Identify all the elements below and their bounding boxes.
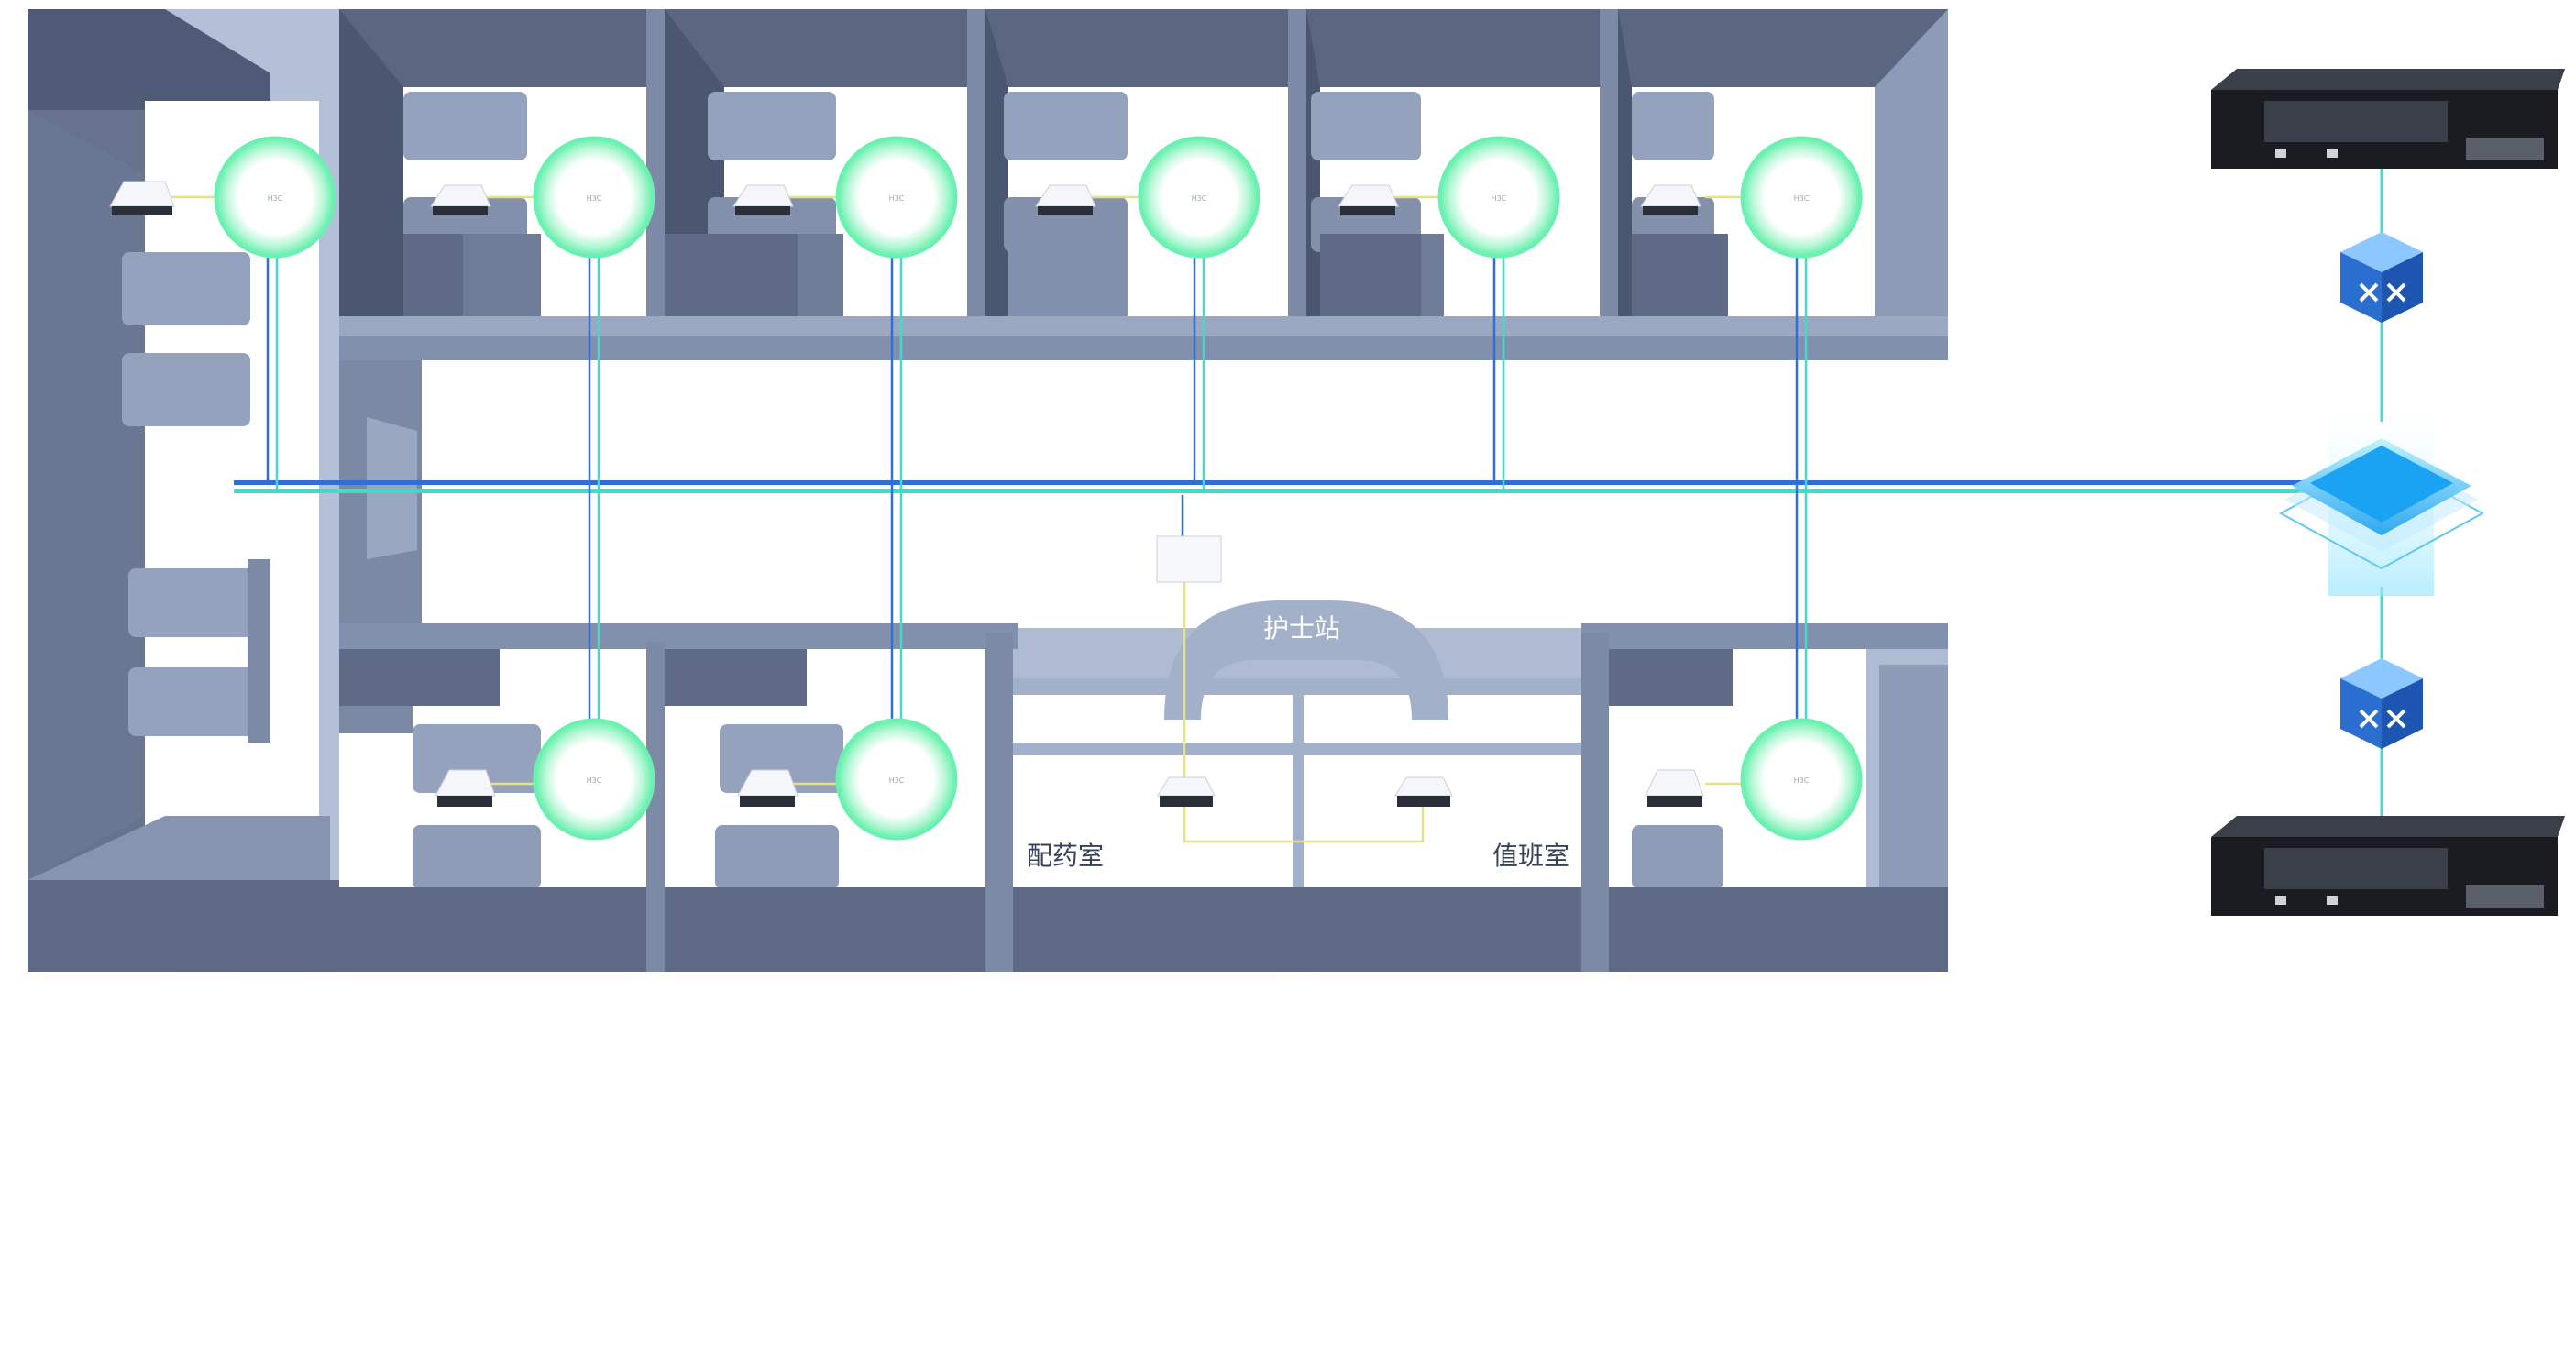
terminal-devices: [109, 181, 1704, 807]
dispensary-label: 配药室: [1027, 841, 1104, 871]
wall-terminal[interactable]: [1640, 184, 1701, 215]
nurse-station-area: [1013, 600, 1581, 972]
svg-text:H3C: H3C: [1492, 194, 1507, 203]
access-point[interactable]: H3C: [533, 718, 655, 841]
wall-terminal[interactable]: [109, 181, 175, 215]
bed: [122, 252, 250, 325]
svg-text:H3C: H3C: [1794, 776, 1810, 785]
bed: [128, 667, 257, 736]
backbone-cyan-line: [234, 489, 2324, 493]
nurse-station-desk: [1164, 600, 1448, 720]
duty-room-label: 值班室: [1492, 841, 1569, 871]
rack-switch-top[interactable]: [2211, 69, 2565, 169]
top-room-row: [339, 9, 1948, 336]
ap-drop-lines: [266, 197, 1808, 743]
network-links: [170, 165, 2383, 843]
svg-text:H3C: H3C: [268, 194, 283, 203]
svg-text:H3C: H3C: [889, 776, 905, 785]
floor-reflection: [0, 974, 2576, 1365]
access-point[interactable]: H3C: [1740, 136, 1863, 259]
svg-text:H3C: H3C: [1192, 194, 1207, 203]
wall-terminal[interactable]: [732, 184, 794, 215]
access-point[interactable]: H3C: [1740, 718, 1863, 841]
svg-text:H3C: H3C: [889, 194, 905, 203]
wall-terminal[interactable]: [430, 184, 491, 215]
wall-terminal[interactable]: [1035, 184, 1096, 215]
devices: H3C H3C H3C H3C H3C H3C H3C H3C H3C: [109, 69, 2565, 916]
poe-switch-box[interactable]: [1156, 535, 1222, 583]
wall-terminal[interactable]: [737, 769, 798, 807]
bed: [128, 568, 257, 637]
wall-terminal[interactable]: [1394, 776, 1453, 807]
rack-switch-bottom[interactable]: [2211, 816, 2565, 916]
wall-terminal[interactable]: [1338, 184, 1399, 215]
svg-text:H3C: H3C: [587, 194, 602, 203]
access-point[interactable]: H3C: [835, 718, 958, 841]
switch-icon[interactable]: [2340, 658, 2423, 749]
wall-terminal[interactable]: [1645, 769, 1704, 807]
access-point[interactable]: H3C: [1138, 136, 1260, 259]
access-point[interactable]: H3C: [533, 136, 655, 259]
switch-icon[interactable]: [2340, 232, 2423, 323]
wall-terminal[interactable]: [1157, 776, 1216, 807]
bed: [122, 353, 250, 426]
bottom-room-row: [339, 600, 1948, 972]
svg-text:H3C: H3C: [1794, 194, 1810, 203]
nurse-station-label: 护士站: [1263, 613, 1340, 644]
core-switch[interactable]: [2278, 403, 2485, 596]
access-point[interactable]: H3C: [1437, 136, 1560, 259]
access-point[interactable]: H3C: [835, 136, 958, 259]
svg-text:H3C: H3C: [587, 776, 602, 785]
backbone-blue-line: [234, 480, 2324, 485]
access-point[interactable]: H3C: [214, 136, 336, 259]
wall-terminal[interactable]: [435, 769, 496, 807]
